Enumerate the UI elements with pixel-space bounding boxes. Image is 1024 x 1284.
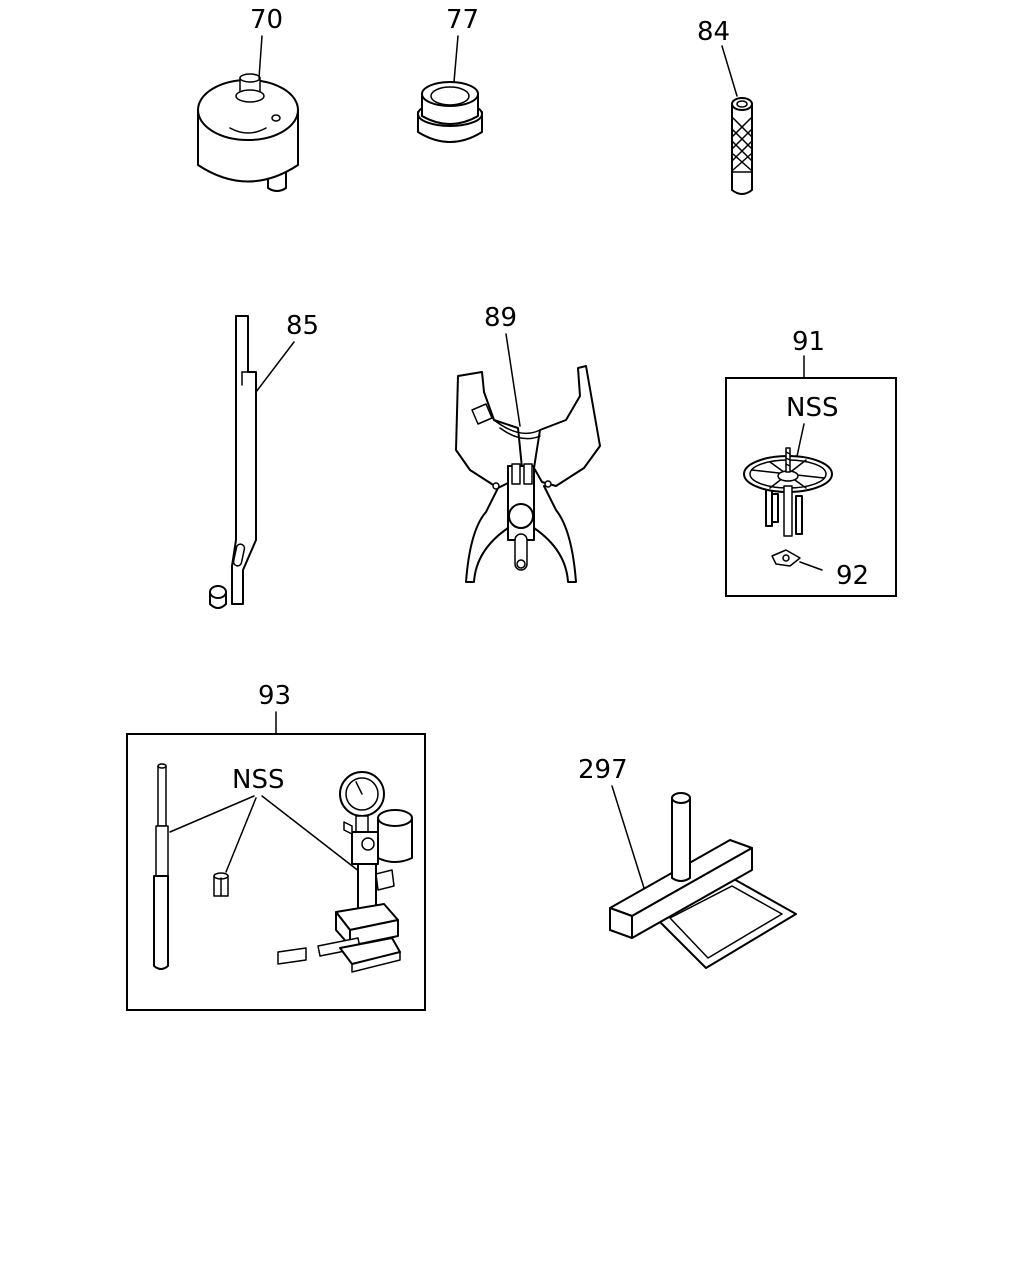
callout-85: 85 (286, 311, 319, 341)
part-89: 89 (455, 303, 601, 583)
part-92: 92 (771, 549, 869, 591)
part-93-rod (153, 763, 169, 970)
callout-89: 89 (484, 303, 517, 333)
part-93-frame (126, 733, 426, 1011)
part-84: 84 (697, 17, 753, 195)
part-297: 297 (578, 755, 797, 969)
part-85: 85 (209, 311, 319, 609)
callout-77: 77 (446, 5, 479, 35)
callout-91: 91 (792, 327, 825, 357)
part-91-frame (725, 377, 897, 597)
part-91-group: 91 NSS 92 (725, 327, 897, 597)
part-93-group: 93 NSS (126, 681, 426, 1011)
callout-70: 70 (250, 5, 283, 35)
part-93-tester (277, 771, 413, 973)
callout-84: 84 (697, 17, 730, 47)
nss-label-91: NSS (786, 393, 838, 423)
part-70: 70 (197, 5, 299, 192)
part-93-nut (213, 872, 229, 897)
callout-92: 92 (836, 561, 869, 591)
nss-label-93: NSS (232, 765, 284, 795)
callout-93: 93 (258, 681, 291, 711)
part-77: 77 (417, 5, 483, 143)
part-91 (743, 447, 833, 537)
callout-297: 297 (578, 755, 628, 785)
